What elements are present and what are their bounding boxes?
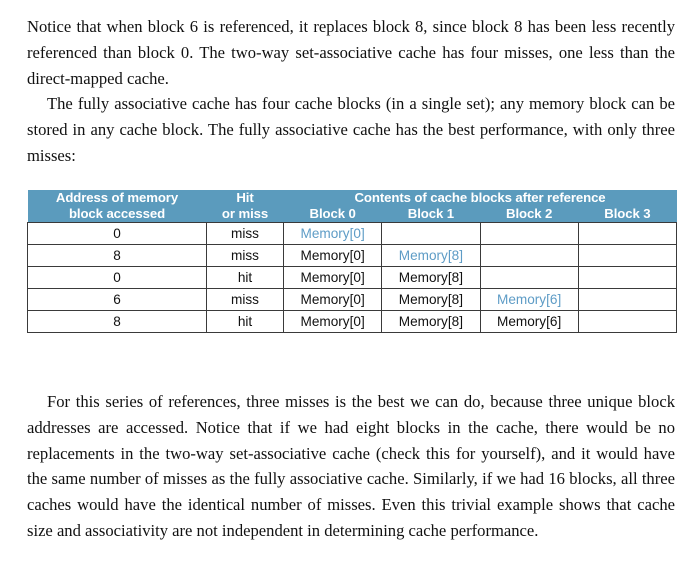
paragraph-intro: Notice that when block 6 is referenced, … [27, 17, 675, 88]
cell-address: 8 [27, 244, 207, 267]
cell-hit-or-miss: miss [206, 222, 284, 245]
cell-block-0: Memory[0] [282, 266, 383, 289]
column-header-block-2: Block 2 [480, 206, 579, 223]
column-header-address-line2: block accessed [68, 206, 166, 221]
cell-block-3 [577, 310, 678, 333]
cell-address: 0 [27, 266, 207, 289]
cell-block-3 [577, 266, 678, 289]
cell-block-3 [577, 288, 678, 311]
column-header-block-0: Block 0 [283, 206, 382, 223]
cell-block-2 [479, 244, 579, 267]
cell-block-3 [577, 222, 678, 245]
column-header-block-3: Block 3 [578, 206, 677, 223]
table-header: Address of memory block accessed Hit or … [27, 190, 677, 223]
cell-address: 8 [27, 310, 207, 333]
cell-address: 6 [27, 288, 207, 311]
cell-block-0: Memory[0] [282, 222, 383, 245]
column-header-hit-or-miss: Hit or miss [206, 190, 284, 223]
cell-block-2 [479, 222, 579, 245]
cell-block-1: Memory[8] [381, 310, 481, 333]
paragraph-block-top: Notice that when block 6 is referenced, … [27, 14, 675, 169]
cell-block-2: Memory[6] [479, 310, 579, 333]
cell-hit-or-miss: hit [206, 266, 284, 289]
table-header-row-group: Address of memory block accessed Hit or … [27, 190, 677, 223]
cell-block-1: Memory[8] [381, 288, 481, 311]
column-header-contents-group: Contents of cache blocks after reference [283, 190, 677, 206]
cell-block-0: Memory[0] [282, 310, 383, 333]
cell-block-1: Memory[8] [381, 244, 481, 267]
cache-contents-table: Address of memory block accessed Hit or … [27, 190, 678, 333]
table-header-row-blocks: Block 0 Block 1 Block 2 Block 3 [28, 206, 677, 223]
cell-address: 0 [27, 222, 207, 245]
paragraph-block-bottom: For this series of references, three mis… [27, 389, 675, 544]
cell-block-0: Memory[0] [282, 244, 383, 267]
cell-block-2: Memory[6] [479, 288, 579, 311]
column-header-hit-line1: Hit [236, 190, 254, 205]
cell-hit-or-miss: miss [206, 288, 284, 311]
cell-hit-or-miss: miss [206, 244, 284, 267]
column-header-hit-line2: or miss [221, 206, 269, 221]
cell-block-0: Memory[0] [282, 288, 383, 311]
column-header-address-line1: Address of memory [55, 190, 179, 205]
paragraph-fully-associative: The fully associative cache has four cac… [27, 94, 675, 165]
cell-block-1: Memory[8] [381, 266, 481, 289]
cell-block-1 [381, 222, 481, 245]
column-header-block-1: Block 1 [381, 206, 480, 223]
cell-block-3 [577, 244, 678, 267]
cell-block-2 [479, 266, 579, 289]
paragraph-conclusion: For this series of references, three mis… [27, 392, 675, 540]
cell-hit-or-miss: hit [206, 310, 284, 333]
column-header-address: Address of memory block accessed [27, 190, 207, 223]
